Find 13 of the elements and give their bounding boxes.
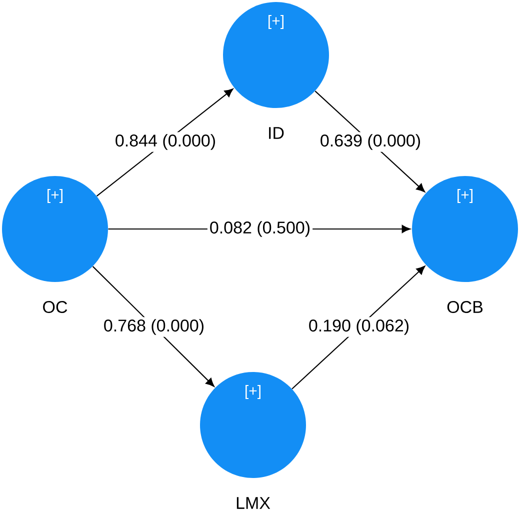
node-label: OC: [43, 300, 68, 314]
edge-label: 0.768 (0.000): [101, 317, 207, 337]
node-label: LMX: [236, 497, 270, 509]
expand-label: [+]: [246, 385, 260, 399]
edge-label: 0.639 (0.000): [318, 132, 424, 152]
node-label: OCB: [447, 300, 483, 314]
expand-label: [+]: [48, 189, 62, 203]
expand-label: [+]: [268, 15, 284, 29]
expand-label: [+]: [458, 189, 472, 203]
node-label: ID: [269, 127, 284, 139]
edge-label: 0.082 (0.500): [207, 219, 313, 239]
edge-label: 0.190 (0.062): [306, 317, 412, 337]
edge-label: 0.844 (0.000): [112, 132, 218, 152]
